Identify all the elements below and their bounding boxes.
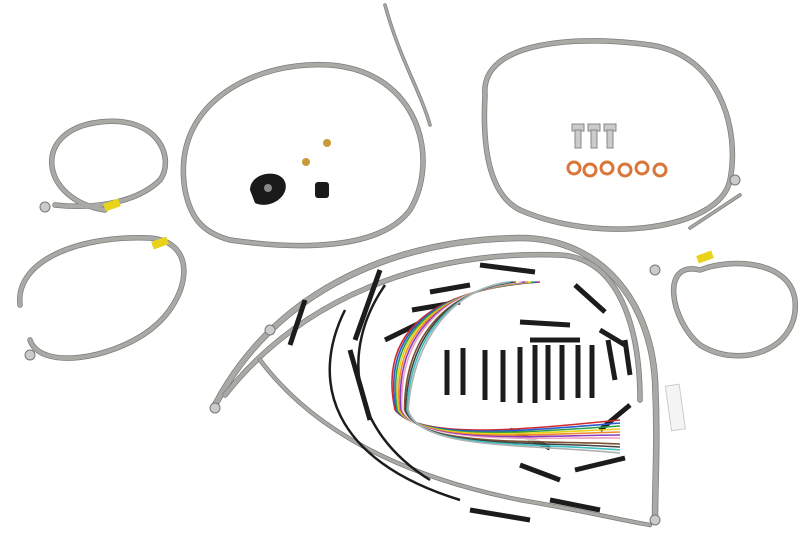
lower-harness-cable xyxy=(258,358,652,527)
heat-shrink-tube-18 xyxy=(605,339,618,381)
brake-line-right xyxy=(671,261,798,358)
copper-washer-3 xyxy=(617,162,633,178)
copper-washer-5 xyxy=(652,162,668,178)
heat-shrink-tube-4 xyxy=(573,283,607,314)
throttle-cable-top xyxy=(181,62,425,248)
chrome-fitting-0 xyxy=(39,201,51,213)
heat-shrink-tube-24 xyxy=(469,507,531,523)
copper-washer-0 xyxy=(566,160,582,176)
heat-shrink-tube-19 xyxy=(622,339,633,376)
chrome-fitting-2 xyxy=(209,402,221,414)
yellow-tag-2 xyxy=(696,250,714,264)
heat-shrink-tube-25 xyxy=(549,497,601,513)
white-label-tag xyxy=(664,383,686,432)
wire-tail-11 xyxy=(407,409,621,454)
yellow-tag-1 xyxy=(151,236,169,250)
banjo-bolt-shaft-0 xyxy=(574,129,582,149)
brake-line-left-shadow xyxy=(17,235,187,361)
throttle-cable-top-shadow xyxy=(180,61,426,249)
chrome-fitting-4 xyxy=(729,174,741,186)
copper-washer-1 xyxy=(582,162,598,178)
chrome-fitting-3 xyxy=(649,264,661,276)
wire-11 xyxy=(407,281,508,411)
banjo-bolt-shaft-2 xyxy=(606,129,614,149)
throttle-cable-end xyxy=(384,4,431,126)
wire-10 xyxy=(406,281,511,411)
copper-washer-4 xyxy=(634,160,650,176)
heat-shrink-tube-22 xyxy=(519,462,561,483)
brass-fitting-2 xyxy=(302,158,310,166)
banjo-bolt-shaft-1 xyxy=(590,129,598,149)
heat-shrink-tube-21 xyxy=(574,455,626,473)
thin-wire-a xyxy=(357,284,431,482)
heat-shrink-tube-6 xyxy=(519,319,571,328)
bracket-hole xyxy=(264,184,272,192)
brake-line-left xyxy=(17,235,186,361)
chrome-fitting-1 xyxy=(24,349,36,361)
heat-shrink-tube-0 xyxy=(479,262,536,275)
heat-shrink-tube-20 xyxy=(598,403,632,432)
clutch-cable-end xyxy=(689,194,741,229)
yellow-tag-0 xyxy=(103,198,121,212)
thin-wire-b xyxy=(328,309,461,502)
heat-shrink-tube-27 xyxy=(287,299,308,346)
black-sleeve xyxy=(315,182,329,198)
copper-washer-2 xyxy=(599,160,615,176)
chrome-fitting-6 xyxy=(264,324,276,336)
heat-shrink-tube-26 xyxy=(352,269,383,341)
chrome-fitting-5 xyxy=(649,514,661,526)
heat-shrink-tube-1 xyxy=(429,282,471,295)
brass-fitting xyxy=(323,139,331,147)
brake-line-top-left xyxy=(49,119,168,212)
heat-shrink-tube-5 xyxy=(598,327,627,348)
